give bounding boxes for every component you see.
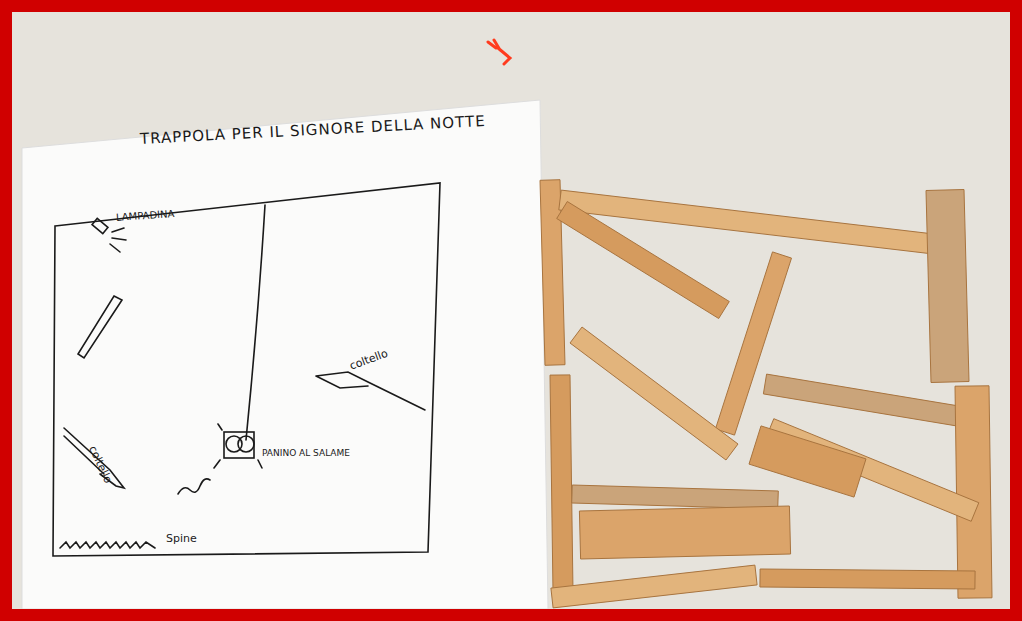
sketch-title: TRAPPOLA PER IL SIGNORE DELLA NOTTE <box>140 112 487 148</box>
wood-stick <box>716 252 792 435</box>
sandwich-symbol <box>224 432 254 458</box>
wood-stick <box>955 386 992 598</box>
red-frame <box>6 6 1016 615</box>
sandwich-crumbs <box>214 424 262 468</box>
trap-sketch <box>53 183 440 556</box>
wood-stick <box>551 565 757 608</box>
knife-symbol <box>316 372 425 410</box>
sketch-label: Spine <box>166 532 197 545</box>
blade-symbol <box>78 296 122 358</box>
wood-stick <box>557 202 730 319</box>
wood-stick <box>926 190 969 383</box>
wood-stick <box>572 485 779 509</box>
sketch-label: PANINO AL SALAME <box>262 448 350 458</box>
wood-stick <box>579 506 790 559</box>
bulb-symbol <box>92 218 108 233</box>
wood-stick <box>749 426 866 497</box>
sketch-label: LAMPADINA <box>116 208 175 223</box>
paper-sheet <box>22 100 548 609</box>
red-mark <box>488 40 510 64</box>
wood-stick <box>763 374 971 428</box>
sandwich-slice <box>238 436 254 452</box>
spikes-symbol <box>60 542 155 548</box>
squiggle <box>178 479 210 494</box>
sketch-label: coltello <box>348 347 390 373</box>
knife-symbol <box>64 428 124 488</box>
trap-box <box>53 183 440 556</box>
wood-sticks <box>540 180 992 608</box>
wood-stick <box>570 327 738 460</box>
wood-stick <box>760 569 975 589</box>
wood-stick <box>550 375 573 592</box>
bulb-rays <box>110 228 126 252</box>
sketch-label: coltello <box>86 444 115 486</box>
hanging-string <box>246 205 265 440</box>
